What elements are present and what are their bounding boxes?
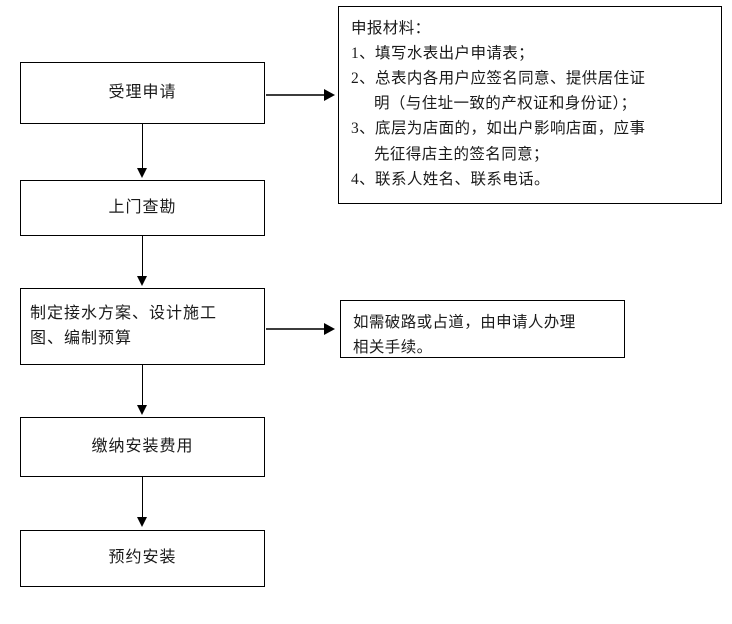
connector-node1-node2-arrowhead — [137, 168, 147, 178]
connector-node3-note2-line — [266, 328, 326, 330]
note-box-申报材料[interactable]: 申报材料： 1、填写水表出户申请表； 2、总表内各用户应签名同意、提供居住证 明… — [338, 6, 722, 204]
note-1-line-2: 1、填写水表出户申请表； — [351, 45, 535, 63]
note-1-line-1: 申报材料： — [351, 20, 431, 37]
connector-node2-node3-line — [142, 236, 143, 278]
connector-node3-node4-line — [142, 365, 143, 407]
connector-node2-node3-arrowhead — [137, 276, 147, 286]
connector-node4-node5-line — [142, 477, 143, 519]
note-1-line-6: 先征得店主的签名同意； — [374, 145, 549, 163]
note-1-line-5: 3、底层为店面的，如出户影响店面，应事 — [351, 120, 646, 138]
connector-node3-node4-arrowhead — [137, 405, 147, 415]
note-2-line-2: 相关手续。 — [353, 339, 433, 357]
flow-node-受理申请[interactable]: 受理申请 — [20, 62, 265, 124]
note-1-line-4: 明（与住址一致的产权证和身份证）； — [374, 95, 637, 113]
note-box-破路占道[interactable]: 如需破路或占道，由申请人办理 相关手续。 — [340, 300, 625, 358]
flow-node-上门查勘[interactable]: 上门查勘 — [20, 180, 265, 236]
flow-node-制定接水方案[interactable]: 制定接水方案、设计施工 图、编制预算 — [20, 288, 265, 365]
note-2-line-1: 如需破路或占道，由申请人办理 — [353, 314, 576, 331]
note-1-line-3: 2、总表内各用户应签名同意、提供居住证 — [351, 70, 646, 88]
connector-node4-node5-arrowhead — [137, 517, 147, 527]
connector-node1-node2-line — [142, 124, 143, 170]
connector-node3-note2-arrowhead — [324, 323, 335, 335]
flow-node-缴纳安装费用[interactable]: 缴纳安装费用 — [20, 417, 265, 477]
connector-node1-note1-line — [266, 94, 326, 96]
note-1-line-7: 4、联系人姓名、联系电话。 — [351, 170, 550, 188]
connector-node1-note1-arrowhead — [324, 89, 335, 101]
flow-node-预约安装[interactable]: 预约安装 — [20, 530, 265, 587]
